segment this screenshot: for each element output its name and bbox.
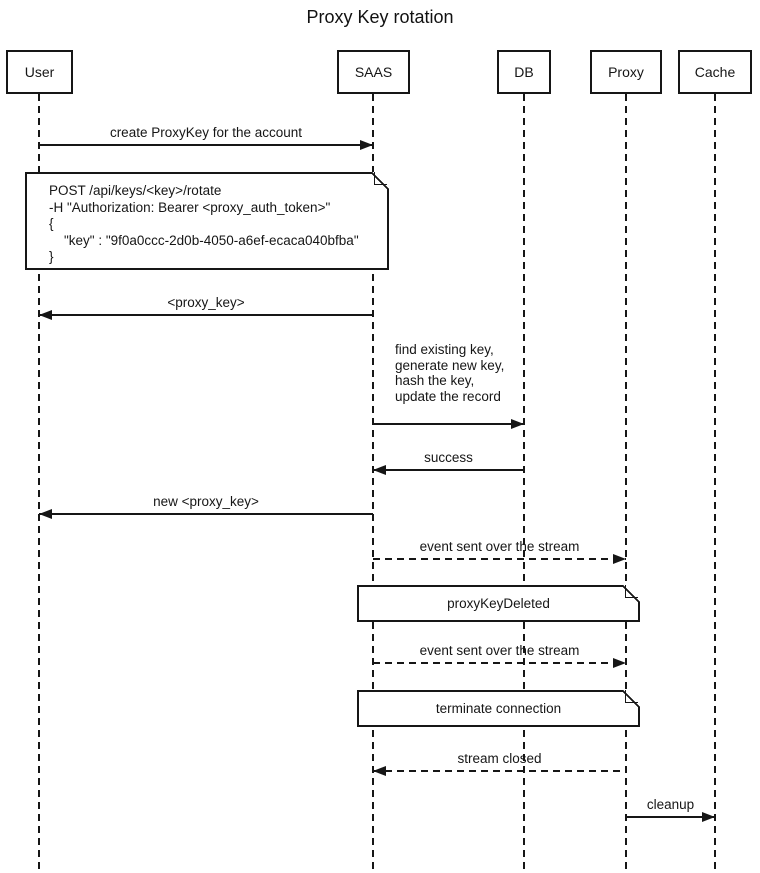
operation-line: update the record	[395, 389, 501, 405]
message-line	[626, 816, 715, 818]
message-new-proxy-key: new <proxy_key>	[39, 492, 373, 519]
message-event-stream-2: event sent over the stream	[373, 641, 626, 668]
actor-box-db: DB	[497, 50, 551, 94]
message-label: new <proxy_key>	[153, 494, 259, 509]
message-saas-to-db	[373, 402, 524, 429]
lifeline-user	[38, 94, 40, 873]
message-line	[39, 314, 373, 316]
actor-label-proxy: Proxy	[608, 64, 644, 80]
arrowhead-right-icon	[511, 418, 524, 429]
arrowhead-right-icon	[702, 811, 715, 822]
message-line-dashed	[373, 770, 626, 772]
message-label: <proxy_key>	[167, 295, 245, 310]
note-label: terminate connection	[435, 701, 562, 716]
operation-line: hash the key,	[395, 373, 475, 389]
message-label: event sent over the stream	[419, 539, 580, 554]
message-cleanup: cleanup	[626, 795, 715, 822]
arrowhead-right-icon	[613, 657, 626, 668]
message-label: event sent over the stream	[419, 643, 580, 658]
message-success: success	[373, 448, 524, 475]
actor-label-user: User	[24, 64, 55, 80]
note-terminate-connection: terminate connection	[357, 690, 640, 727]
saas-db-operations-text: find existing key, generate new key, has…	[395, 342, 504, 405]
message-line	[373, 423, 524, 425]
note-label: proxyKeyDeleted	[447, 596, 550, 611]
message-event-stream-1: event sent over the stream	[373, 537, 626, 564]
lifeline-db	[523, 94, 525, 873]
operation-line: generate new key,	[395, 357, 505, 373]
arrowhead-right-icon	[360, 139, 373, 150]
arrowhead-right-icon	[613, 553, 626, 564]
message-label: create ProxyKey for the account	[109, 125, 303, 140]
lifeline-cache	[714, 94, 716, 873]
message-label: stream closed	[457, 751, 542, 766]
actor-box-user: User	[6, 50, 73, 94]
note-line: POST /api/keys/<key>/rotate	[49, 183, 222, 198]
message-stream-closed: stream closed	[373, 749, 626, 776]
message-line-dashed	[373, 558, 626, 560]
message-line	[39, 513, 373, 515]
actor-box-saas: SAAS	[337, 50, 410, 94]
message-create-proxykey: create ProxyKey for the account	[39, 123, 373, 150]
actor-box-cache: Cache	[678, 50, 752, 94]
actor-label-db: DB	[514, 64, 534, 80]
actor-label-saas: SAAS	[354, 64, 393, 80]
note-line: {	[49, 216, 54, 231]
message-line	[373, 469, 524, 471]
arrowhead-left-icon	[373, 765, 386, 776]
operation-line: find existing key,	[395, 342, 494, 357]
note-line: "key" : "9f0a0ccc-2d0b-4050-a6ef-ecaca04…	[49, 232, 359, 248]
actor-label-cache: Cache	[694, 64, 736, 80]
message-line-dashed	[373, 662, 626, 664]
note-proxy-key-deleted: proxyKeyDeleted	[357, 585, 640, 622]
message-proxy-key-return: <proxy_key>	[39, 293, 373, 320]
message-label: cleanup	[646, 797, 695, 812]
arrowhead-left-icon	[39, 309, 52, 320]
message-line	[39, 144, 373, 146]
note-line: -H "Authorization: Bearer <proxy_auth_to…	[49, 199, 331, 215]
arrowhead-left-icon	[373, 464, 386, 475]
diagram-title: Proxy Key rotation	[306, 7, 454, 27]
lifeline-proxy	[625, 94, 627, 873]
lifeline-saas	[372, 94, 374, 873]
note-post-request: POST /api/keys/<key>/rotate -H "Authoriz…	[25, 172, 389, 270]
arrowhead-left-icon	[39, 508, 52, 519]
message-label: success	[424, 450, 473, 465]
note-line: }	[49, 249, 54, 264]
actor-box-proxy: Proxy	[590, 50, 662, 94]
